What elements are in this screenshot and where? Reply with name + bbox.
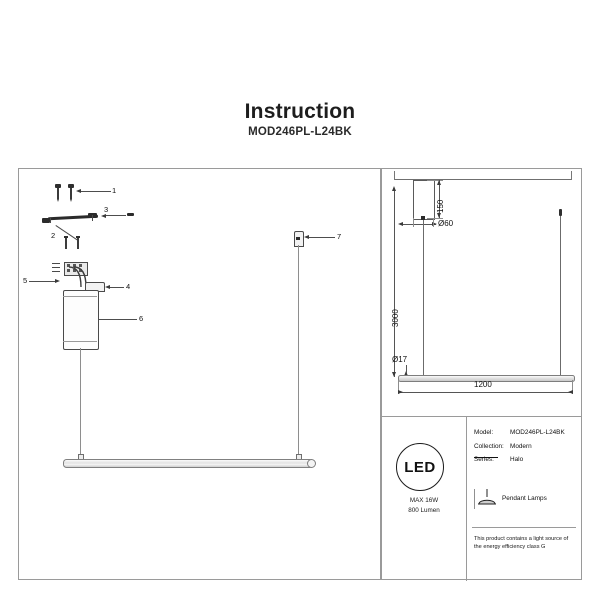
energy-efficiency-note: This product contains a light source of … — [474, 536, 569, 551]
right-cable-gripper-icon — [559, 209, 562, 216]
title-block: Instruction MOD246PL-L24BK — [0, 100, 600, 138]
right-suspension-cable — [298, 245, 299, 456]
callout-3-arrow — [101, 214, 106, 218]
canopy-center-rod — [423, 218, 424, 377]
dimension-drawing-panel: 150 Ø60 3000 Ø17 1200 — [381, 168, 582, 580]
callout-1-arrow — [76, 189, 81, 193]
led-max-power: MAX 16W — [409, 497, 439, 504]
callout-4-arrow — [105, 285, 110, 289]
callout-3-leader — [106, 215, 126, 216]
callout-4-leader — [110, 287, 124, 288]
callout-5-label: 5 — [23, 276, 28, 285]
specification-panel: LED MAX 16W 800 Lumen Model: MOD246PL-L2… — [381, 416, 582, 581]
led-badge-text: LED — [404, 458, 436, 476]
ceiling-canopy — [413, 180, 435, 220]
drop-height-dimline — [394, 189, 395, 377]
pendant-category-label: Pendant Lamps — [502, 495, 547, 502]
model-code: MOD246PL-L24BK — [248, 126, 352, 139]
callout-5-leader — [29, 281, 57, 282]
pin-b-icon — [76, 236, 80, 249]
page-title: Instruction — [244, 100, 356, 123]
callout-4-label: 4 — [126, 282, 131, 291]
spec-key-model: Model: — [474, 429, 494, 436]
canopy-dia-dimline — [402, 224, 436, 225]
terminal-block-icon — [52, 262, 88, 278]
bar-dia-arrow — [404, 371, 408, 376]
canopy-diameter-label: Ø60 — [438, 219, 454, 228]
led-lumen: 800 Lumen — [408, 507, 440, 514]
spec-row-series: Series: Halo — [474, 456, 578, 463]
spec-row-collection: Collection: Modern — [474, 443, 578, 450]
canopy-height-dimline — [439, 180, 440, 218]
spec-divider — [466, 417, 467, 581]
callout-6-leader — [99, 319, 137, 320]
bracket-screw-icon — [127, 213, 134, 216]
callout-3-label: 3 — [104, 205, 109, 214]
callout-1-label: 1 — [112, 186, 117, 195]
callout-6-label: 6 — [139, 314, 144, 323]
spec-row-model: Model: MOD246PL-L24BK — [474, 429, 578, 436]
pendant-lamp-icon — [474, 489, 496, 509]
drop-height-label: 3000 — [391, 309, 400, 327]
bar-end-cap-icon — [307, 459, 316, 468]
pendant-bar — [63, 459, 313, 468]
right-suspension-rod — [560, 216, 561, 377]
callout-7-leader — [309, 237, 335, 238]
callout-2-label: 2 — [51, 231, 56, 240]
bar-length-label: 1200 — [474, 380, 492, 389]
spec-value-collection: Modern — [510, 442, 532, 450]
pendant-bar-profile — [398, 375, 575, 382]
bar-length-dimline — [398, 392, 573, 393]
mounting-bracket-icon — [42, 212, 104, 226]
spec-value-model: MOD246PL-L24BK — [510, 429, 565, 436]
canopy-height-label: 150 — [436, 199, 445, 213]
spec-value-series: Halo — [510, 456, 524, 464]
driver-output-cable — [80, 348, 81, 456]
parts-diagram-panel: 1 3 2 — [18, 168, 381, 580]
pin-a-icon — [64, 236, 68, 249]
led-driver-icon — [63, 290, 99, 350]
spec-note-rule — [472, 527, 576, 528]
spec-rows: Model: MOD246PL-L24BK Collection: Modern… — [474, 429, 578, 470]
callout-7-arrow — [304, 235, 309, 239]
callout-1-leader — [81, 191, 111, 192]
series-strikethrough — [474, 457, 498, 458]
bar-diameter-label: Ø17 — [392, 355, 408, 364]
callout-7-label: 7 — [337, 232, 342, 241]
spec-key-series: Series: — [474, 456, 494, 464]
led-badge: LED — [396, 443, 444, 491]
spec-key-collection: Collection: — [474, 442, 504, 450]
ceiling-line — [394, 179, 572, 180]
callout-5-arrow — [55, 279, 60, 283]
